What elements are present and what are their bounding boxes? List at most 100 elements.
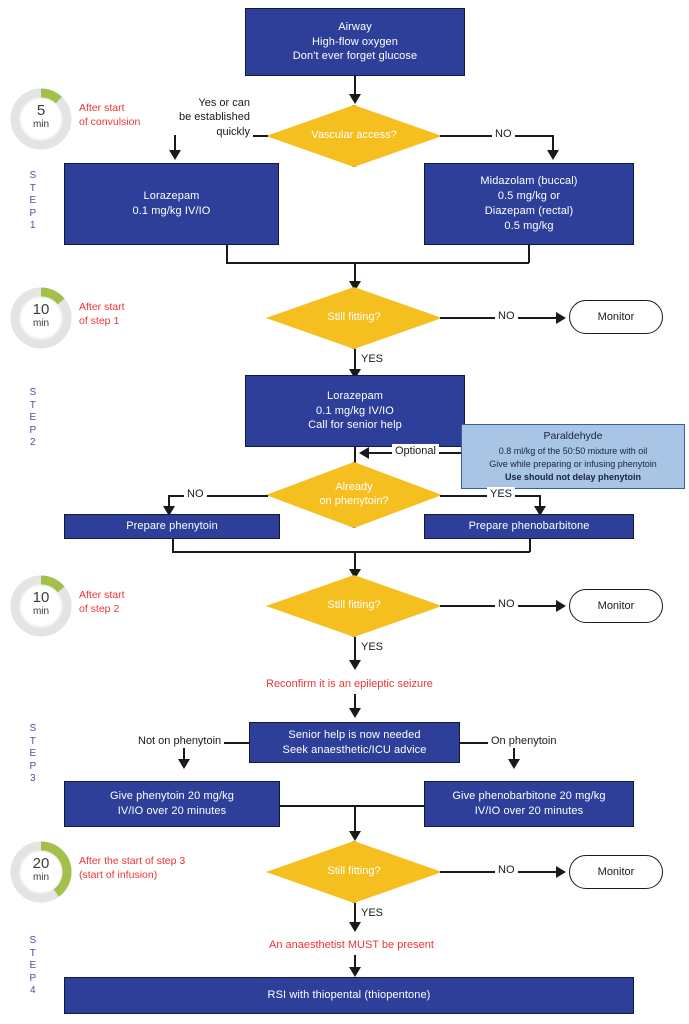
arrowhead-down (349, 94, 361, 104)
lorazepam2-line-1: Lorazepam (327, 389, 383, 402)
connector-midazolam-down (528, 245, 530, 263)
senior-help-line-1: Senior help is now needed (288, 728, 421, 741)
airway-line-2: High-flow oxygen (312, 35, 398, 48)
arrowhead-down (349, 708, 361, 718)
connector-airway-to-vascular (354, 76, 356, 97)
edge-label-yes-quickly: Yes or can be established quickly (176, 96, 253, 139)
arrowhead-down (508, 759, 520, 769)
edge-label-on-phenytoin: On phenytoin (488, 734, 560, 749)
arrowhead-left (359, 447, 369, 459)
diamond-shape (266, 287, 442, 349)
node-airway[interactable]: Airway High-flow oxygen Don't ever forge… (245, 8, 465, 76)
node-prepare-phenobarbitone[interactable]: Prepare phenobarbitone (424, 514, 634, 539)
edge-label-yes-fitting-2: YES (358, 640, 387, 655)
edge-yes-line1: Yes or can (198, 97, 250, 109)
step3-e: E (29, 748, 37, 759)
connector-fitting1-yes (354, 349, 356, 374)
decision-still-fitting-3[interactable]: Still fitting? (266, 841, 442, 903)
connector-lorazepam1-down (226, 245, 228, 263)
connector-lorazepam2-down (354, 447, 356, 465)
diamond-shape (266, 575, 442, 637)
step4-s: S (29, 935, 37, 946)
connector-prepare-pheno-down (529, 539, 531, 552)
node-paraldehyde-note[interactable]: Paraldehyde 0.8 ml/kg of the 50:50 mixtu… (461, 424, 685, 489)
clock-caption-10min-step2: After start of step 2 (79, 588, 125, 616)
clock-unit: min (32, 872, 50, 883)
step-label-2: S T E P 2 (26, 387, 40, 450)
node-rsi-thiopental[interactable]: RSI with thiopental (thiopentone) (64, 977, 634, 1014)
connector-give-to-fitting3 (354, 805, 356, 836)
step2-s: S (29, 387, 37, 398)
give-phenytoin-line-1: Give phenytoin 20 mg/kg (110, 790, 234, 803)
monitor-3-label: Monitor (597, 866, 635, 878)
node-midazolam-diazepam[interactable]: Midazolam (buccal) 0.5 mg/kg or Diazepam… (424, 163, 634, 245)
decision-still-fitting-2[interactable]: Still fitting? (266, 575, 442, 637)
step2-e: E (29, 412, 37, 423)
lorazepam1-line-1: Lorazepam (143, 190, 200, 203)
arrowhead-right (556, 312, 566, 324)
edge-label-yes-phenytoin: YES (487, 487, 516, 502)
connector-prepare-phenytoin-down (172, 539, 174, 552)
diamond-shape (266, 841, 442, 903)
diamond-shape (266, 462, 442, 528)
step2-t: T (29, 399, 37, 411)
decision-vascular-access[interactable]: Vascular access? (266, 105, 442, 167)
decision-already-on-phenytoin[interactable]: Already on phenytoin? (266, 462, 442, 528)
connector-fitting3-yes (354, 903, 356, 927)
node-prepare-phenytoin[interactable]: Prepare phenytoin (64, 514, 280, 539)
give-phenytoin-line-2: IV/IO over 20 minutes (117, 805, 227, 817)
node-lorazepam-step2[interactable]: Lorazepam 0.1 mg/kg IV/IO Call for senio… (245, 375, 465, 447)
arrowhead-right (556, 866, 566, 878)
rsi-label: RSI with thiopental (thiopentone) (267, 989, 431, 1002)
midazolam-line-2: 0.5 mg/kg or (497, 190, 561, 203)
connector-anaesthetist-down (354, 955, 356, 971)
edge-label-yes-fitting-1: YES (358, 352, 387, 367)
arrowhead-down (349, 660, 361, 670)
node-give-phenytoin[interactable]: Give phenytoin 20 mg/kg IV/IO over 20 mi… (64, 781, 280, 827)
clock-icon-10min-step1: 10 min (10, 287, 72, 349)
connector-phenytoin-yes-drop (539, 495, 541, 509)
step4-num: 4 (30, 985, 36, 996)
clock-unit: min (32, 606, 50, 617)
lorazepam1-line-2: 0.1 mg/kg IV/IO (132, 205, 211, 217)
clock-caption-line2: of convulsion (79, 116, 141, 129)
prepare-phenobarbitone-label: Prepare phenobarbitone (468, 520, 590, 533)
edge-label-no-vascular: NO (492, 127, 515, 142)
paraldehyde-strong-line: Use should not delay phenytoin (504, 471, 641, 482)
step3-t: T (29, 735, 37, 747)
connector-prepare-to-fitting2 (354, 551, 356, 573)
connector-phenytoin-no (168, 495, 268, 497)
connector-vascular-no-drop (552, 135, 554, 153)
connector-on-phenytoin-drop (513, 742, 515, 762)
step1-p: P (29, 207, 37, 219)
airway-line-1: Airway (338, 20, 372, 33)
arrowhead-down (349, 281, 361, 291)
clock-value: 10 (32, 301, 50, 318)
node-monitor-1[interactable]: Monitor (569, 300, 663, 334)
node-monitor-3[interactable]: Monitor (569, 855, 663, 889)
step1-num: 1 (30, 220, 36, 231)
step2-num: 2 (30, 437, 36, 448)
lorazepam2-line-3: Call for senior help (308, 419, 402, 432)
step-label-3: S T E P 3 (26, 723, 40, 786)
clock-caption-20min: After the start of step 3 (start of infu… (79, 854, 185, 882)
step4-e: E (29, 960, 37, 971)
clock-caption-line1: After start (79, 102, 125, 114)
node-monitor-2[interactable]: Monitor (569, 589, 663, 623)
arrowhead-down (547, 150, 559, 160)
arrowhead-down (178, 759, 190, 769)
arrowhead-down (169, 150, 181, 160)
step4-p: P (29, 972, 37, 984)
edge-label-no-fitting-2: NO (495, 597, 518, 612)
step-label-4: S T E P 4 (26, 935, 40, 998)
clock-value: 20 (32, 855, 50, 872)
node-give-phenobarbitone[interactable]: Give phenobarbitone 20 mg/kg IV/IO over … (424, 781, 634, 827)
node-lorazepam-step1[interactable]: Lorazepam 0.1 mg/kg IV/IO (64, 163, 279, 245)
step1-s: S (29, 170, 37, 181)
connector-fitting2-yes (354, 637, 356, 665)
connector-step1-merge (226, 262, 529, 264)
node-senior-help[interactable]: Senior help is now needed Seek anaesthet… (249, 722, 460, 763)
edge-label-not-on-phenytoin: Not on phenytoin (135, 734, 225, 749)
decision-still-fitting-1[interactable]: Still fitting? (266, 287, 442, 349)
